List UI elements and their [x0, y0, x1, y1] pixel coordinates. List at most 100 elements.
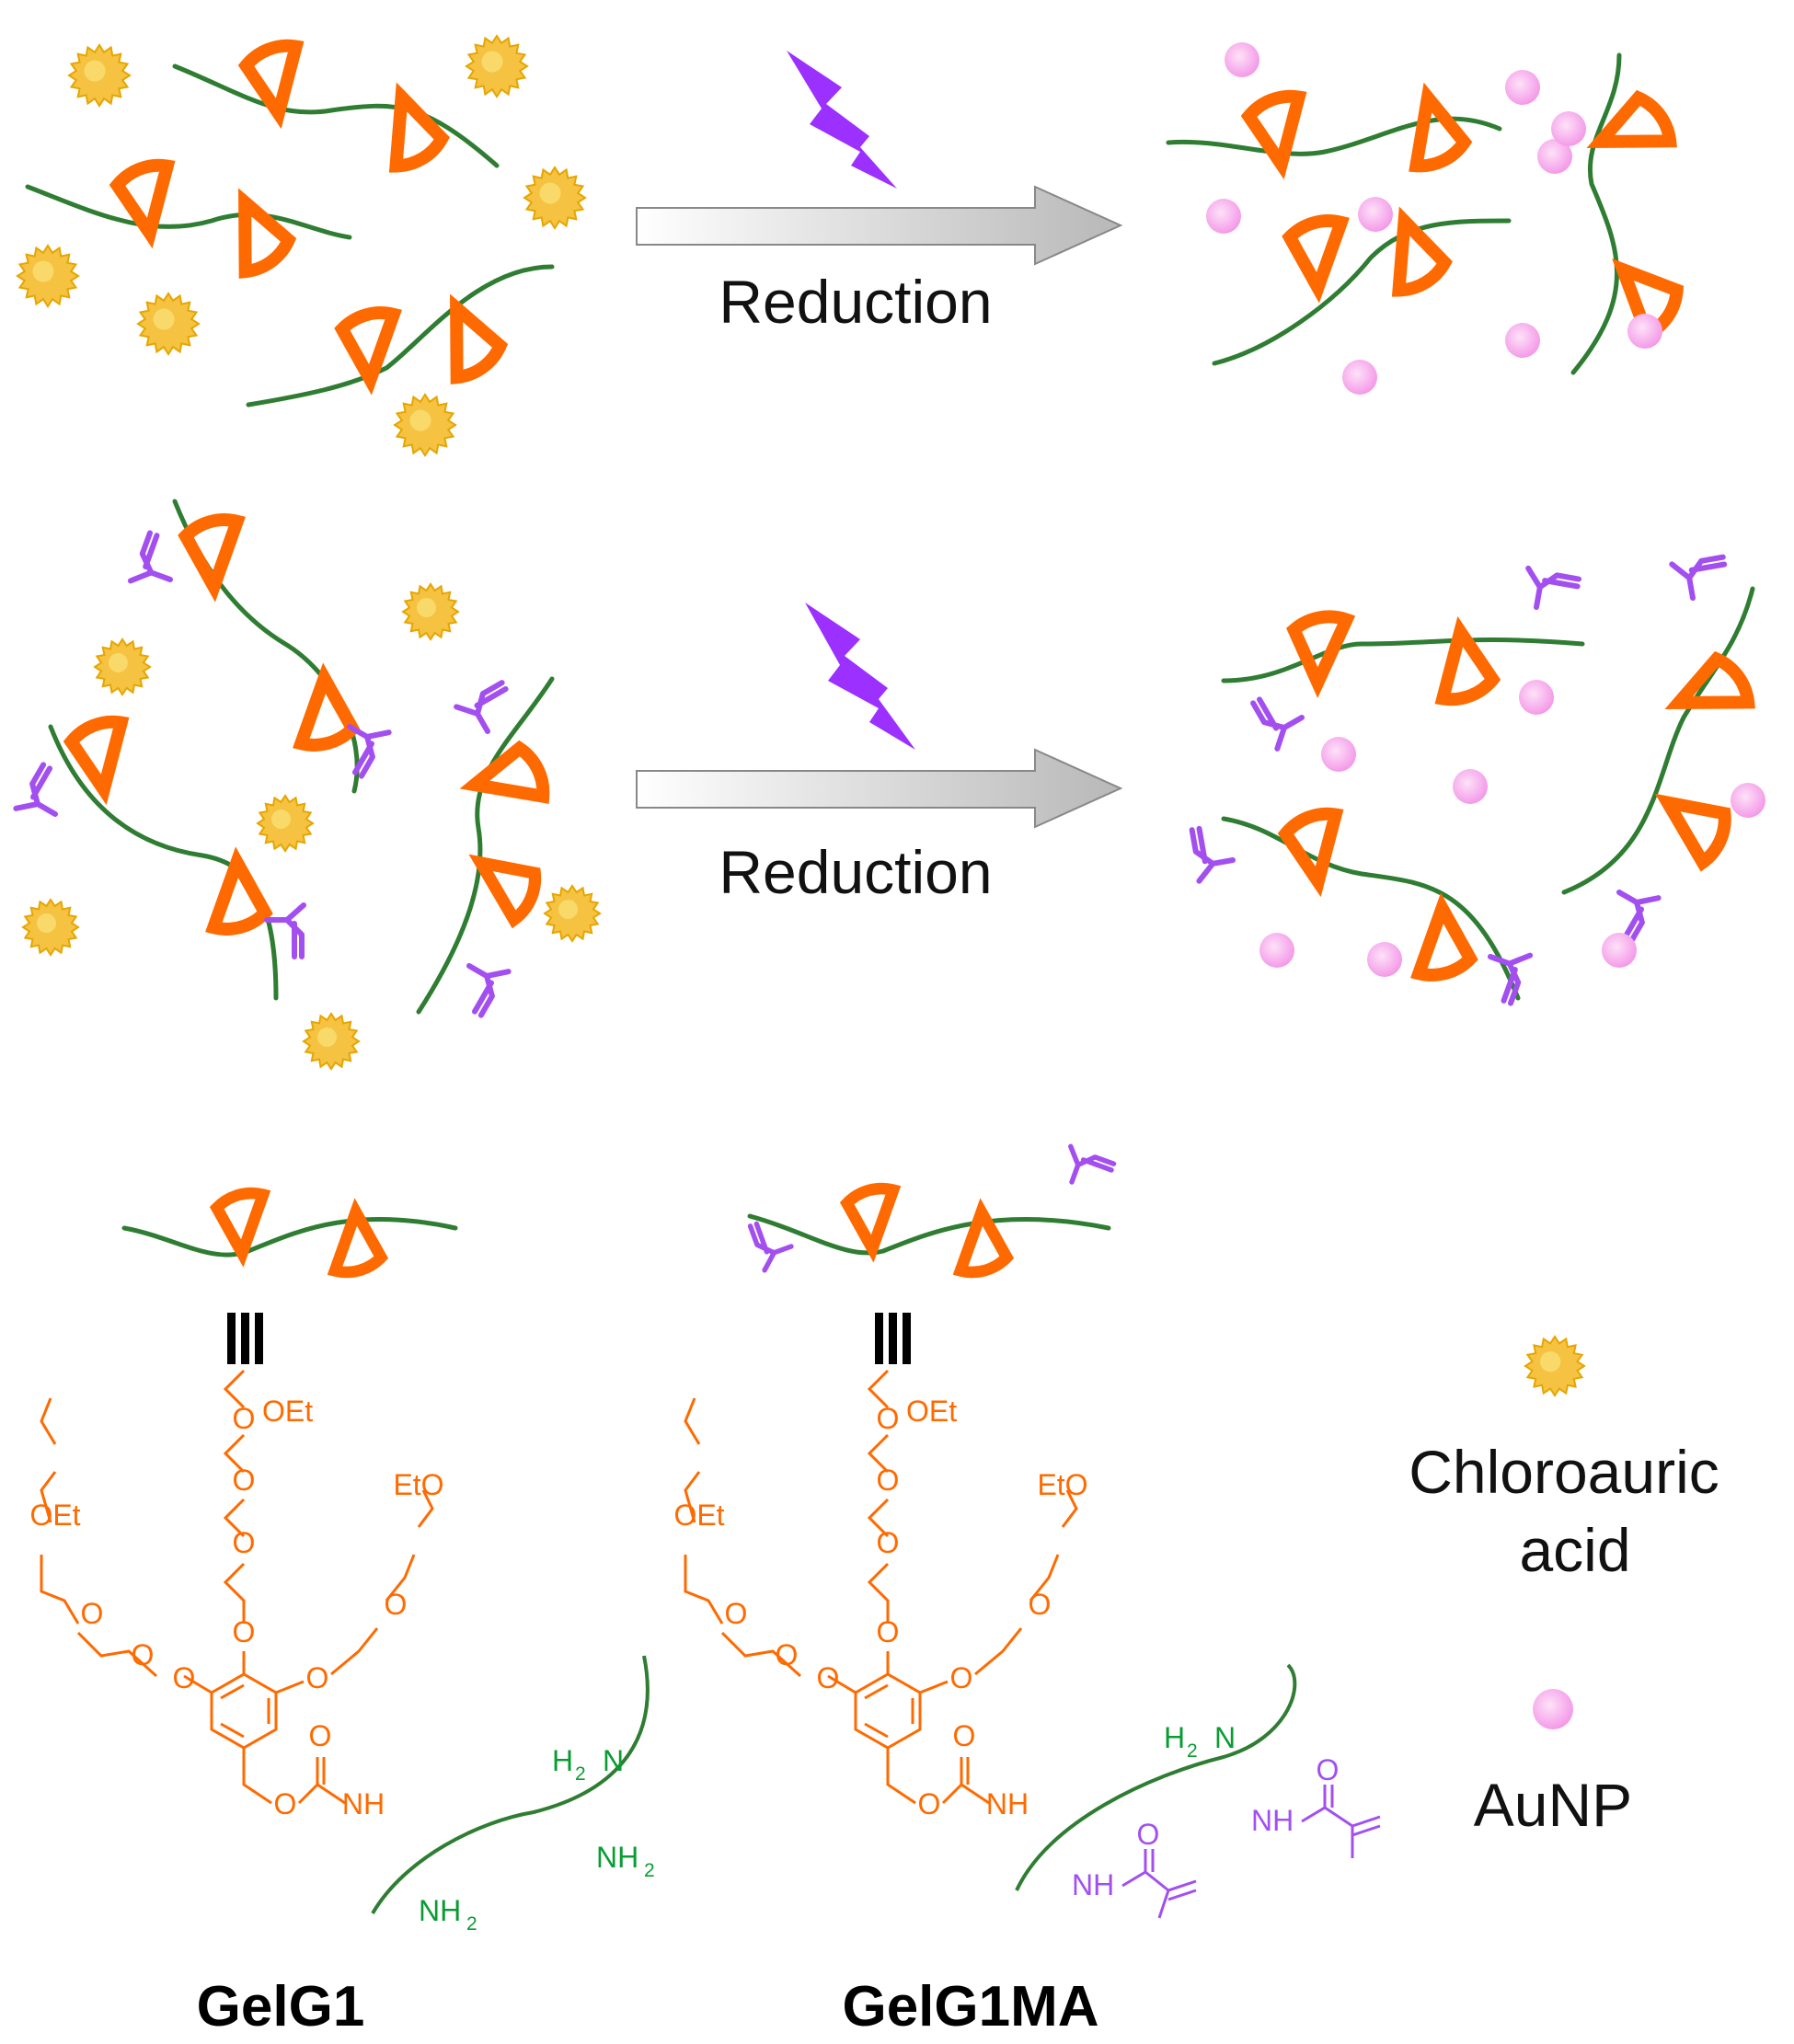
amine-label: N [1214, 1721, 1236, 1754]
chloroauric-acid-icon [393, 393, 457, 457]
methacrylamide-nh-label: NH [1072, 1868, 1114, 1901]
methacrylamide-nh-label: NH [1251, 1804, 1294, 1837]
oxygen-label: O [877, 1402, 900, 1435]
chloroauric-acid-icon [93, 637, 152, 696]
legend-aunp-label: AuNP [1474, 1771, 1632, 1839]
carbonyl-oxygen-label: O [953, 1719, 976, 1752]
oxygen-label: O [173, 1661, 196, 1694]
aunp-sphere [1602, 933, 1637, 968]
oxygen-label: O [776, 1638, 799, 1671]
oxygen-label: O [877, 1526, 900, 1559]
dendron-unit [209, 1187, 271, 1268]
dendron-unit [1410, 892, 1478, 982]
aunp-sphere [1342, 360, 1377, 395]
oxygen-label: O [385, 1588, 408, 1621]
subscript-2: 2 [644, 1860, 655, 1881]
middle-reduction-step: Reduction [636, 603, 1123, 906]
oxygen-label: O [233, 1615, 256, 1648]
gelma-schematic-unit [747, 1143, 1117, 1279]
chloroauric-acid-icon [21, 898, 80, 957]
dendron-unit [1277, 807, 1344, 898]
dendron-unit [1664, 650, 1755, 709]
dendron-unit [388, 82, 450, 173]
gel-schematic-unit [121, 1187, 458, 1279]
methacrylate-group [747, 1221, 794, 1273]
dendron-unit [238, 188, 297, 279]
aunp-sphere [1505, 323, 1540, 358]
dendron-unit [1391, 206, 1453, 297]
aunp-sphere [1519, 680, 1554, 715]
gelg1ma-name: GelG1MA [842, 1975, 1098, 2038]
subscript-2: 2 [575, 1763, 586, 1785]
oxygen-label: O [1317, 1753, 1340, 1786]
sunburst-icon [1524, 1335, 1586, 1397]
amine-label: H [552, 1744, 573, 1777]
methacrylate-group [454, 680, 509, 734]
chloroauric-acid-icon [136, 292, 201, 356]
nh-label: NH [986, 1787, 1029, 1820]
chloroauric-acid-icon [465, 34, 529, 98]
methacrylate-group [347, 724, 392, 779]
dendron-unit [1282, 214, 1350, 304]
nh-label: NH [342, 1787, 385, 1820]
gelatin-chain [416, 676, 555, 1015]
ethoxy-label: OEt [906, 1395, 957, 1428]
chloroauric-acid-icon [256, 794, 315, 853]
gelatin-chain [747, 1213, 1111, 1256]
dendron-unit [293, 662, 361, 752]
methacrylate-group [127, 530, 173, 584]
methacrylate-group [1525, 565, 1581, 610]
panel-top-left-gel-with-chloroauric-acid [16, 34, 587, 457]
dendron-unit [1434, 615, 1501, 706]
gelatin-chain [48, 724, 279, 1001]
ethoxy-label: EtO [393, 1468, 443, 1501]
methacrylate-group [1616, 890, 1662, 945]
gelatin-chain [371, 1655, 650, 1915]
oxygen-label: O [81, 1597, 104, 1630]
dendron-unit [327, 1198, 389, 1279]
methacrylate-group [1669, 554, 1728, 601]
dendron-unit [1240, 89, 1307, 180]
triple-bar-icon [227, 1313, 263, 1364]
methacrylate-group [13, 762, 58, 817]
chloroauric-acid-icon [1524, 1335, 1586, 1397]
dendron-unit [1586, 89, 1677, 148]
dendron-unit [1409, 82, 1473, 173]
chloroauric-acid-icon [302, 1012, 361, 1071]
oxygen-label: O [725, 1597, 748, 1630]
gelatin-chain [1221, 816, 1521, 1001]
amine-label: NH [419, 1894, 461, 1927]
oxygen-label: O [817, 1661, 840, 1694]
oxygen-label: O [877, 1464, 900, 1497]
gelatin-chain [25, 184, 352, 240]
oxygen-label: O [306, 1661, 329, 1694]
dendron-unit [178, 513, 246, 603]
panel-top-right-gel-with-aunp [1166, 42, 1685, 395]
middle-arrow-label: Reduction [719, 838, 992, 906]
aunp-sphere [1206, 199, 1241, 234]
ethoxy-label: OEt [673, 1499, 724, 1532]
oxygen-label: O [233, 1526, 256, 1559]
dendron-unit [237, 39, 305, 130]
aunp-sphere [1259, 933, 1294, 968]
carbonyl-oxygen-label: O [309, 1719, 332, 1752]
dendron-unit [450, 293, 509, 385]
lightning-bolt-icon [805, 603, 915, 750]
aunp-sphere [1537, 139, 1572, 174]
methacrylate-group [264, 902, 306, 959]
gelatin-chain [1221, 637, 1585, 683]
panel-middle-right-gelma-with-aunp [1189, 554, 1765, 1006]
chloroauric-acid-icon [16, 244, 80, 308]
gelatin-chain [172, 63, 500, 168]
methacrylate-group [1250, 696, 1305, 752]
chloroauric-acid-icon [523, 166, 587, 230]
amine-label: N [603, 1744, 624, 1777]
dendron-unit [468, 854, 542, 929]
lightning-bolt-icon [787, 51, 897, 189]
gelatin-chain [1561, 586, 1755, 895]
methacrylate-group [1068, 1143, 1117, 1185]
chloroauric-acid-icon [67, 43, 132, 108]
triple-bar-icon [875, 1313, 911, 1364]
dendron-skeleton [684, 1369, 1078, 1805]
